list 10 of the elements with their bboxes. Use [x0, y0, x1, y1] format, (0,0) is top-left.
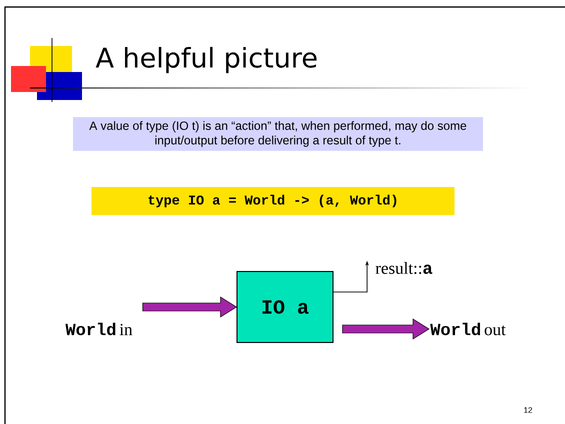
note-box: A value of type (IO t) is an “action” that, when performed, may do some input/output before delivering a result of type t.: [73, 117, 483, 151]
block-arrow: [142, 296, 238, 318]
input-label: World in: [65, 322, 132, 336]
output-label: World out: [430, 322, 506, 336]
result-label: result::a: [376, 262, 432, 274]
code-box: type IO a = World -> (a, World): [92, 187, 454, 215]
page-number: 12: [524, 407, 532, 413]
slide-title: A helpful picture: [96, 46, 317, 74]
block-arrow: [342, 318, 430, 340]
process-box: IO a: [236, 271, 334, 343]
